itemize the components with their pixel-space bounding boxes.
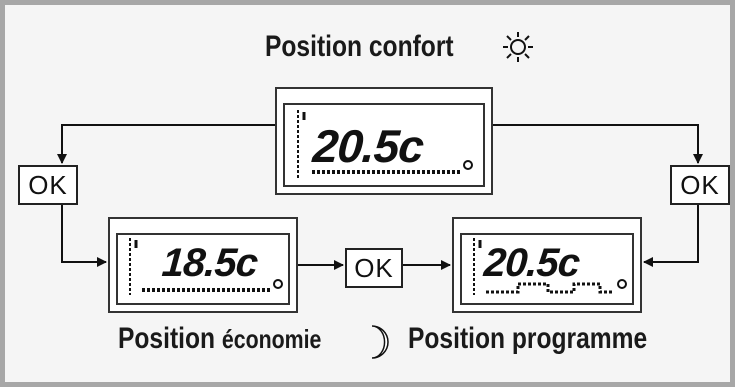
ok-middle-label: OK: [354, 252, 394, 283]
arrow-confort-to-ok-left: [57, 124, 275, 164]
title-economie: Position économie: [118, 322, 321, 356]
lcd-confort-bezel: [275, 87, 493, 97]
title-programme-text: Position programme: [408, 322, 648, 355]
ok-left-label: OK: [28, 169, 68, 200]
arrow-confort-to-ok-right: [493, 124, 703, 164]
arrow-ok-left-to-economie: [61, 205, 107, 267]
ok-button-left[interactable]: OK: [18, 165, 78, 205]
lcd-economie-bezel: [108, 217, 298, 227]
arrow-ok-right-to-programme: [643, 205, 699, 267]
lcd-programme-program-bar: [486, 282, 612, 294]
lcd-economie-segments: [129, 238, 283, 295]
lcd-economie-dot: [273, 279, 283, 289]
sun-icon: [503, 32, 533, 62]
title-economie-word: économie: [221, 324, 322, 354]
lcd-economie: 18.5c: [108, 217, 298, 313]
lcd-confort-segments: [297, 110, 473, 178]
title-confort-text: Position confort: [265, 30, 454, 63]
lcd-economie-screen: [116, 233, 290, 305]
lcd-confort-dot: [463, 160, 473, 170]
flow-arrows: [57, 124, 703, 270]
ok-button-right[interactable]: OK: [670, 165, 730, 205]
title-confort: Position confort: [265, 30, 454, 64]
lcd-programme-dot: [617, 279, 627, 289]
title-economie-prefix: Position: [118, 322, 216, 355]
lcd-programme-segments: [473, 238, 627, 295]
title-programme: Position programme: [408, 322, 647, 356]
ok-button-middle[interactable]: OK: [345, 248, 403, 288]
ok-right-label: OK: [680, 169, 720, 200]
moon-icon: [371, 325, 389, 359]
lcd-programme-bezel: [452, 217, 642, 227]
